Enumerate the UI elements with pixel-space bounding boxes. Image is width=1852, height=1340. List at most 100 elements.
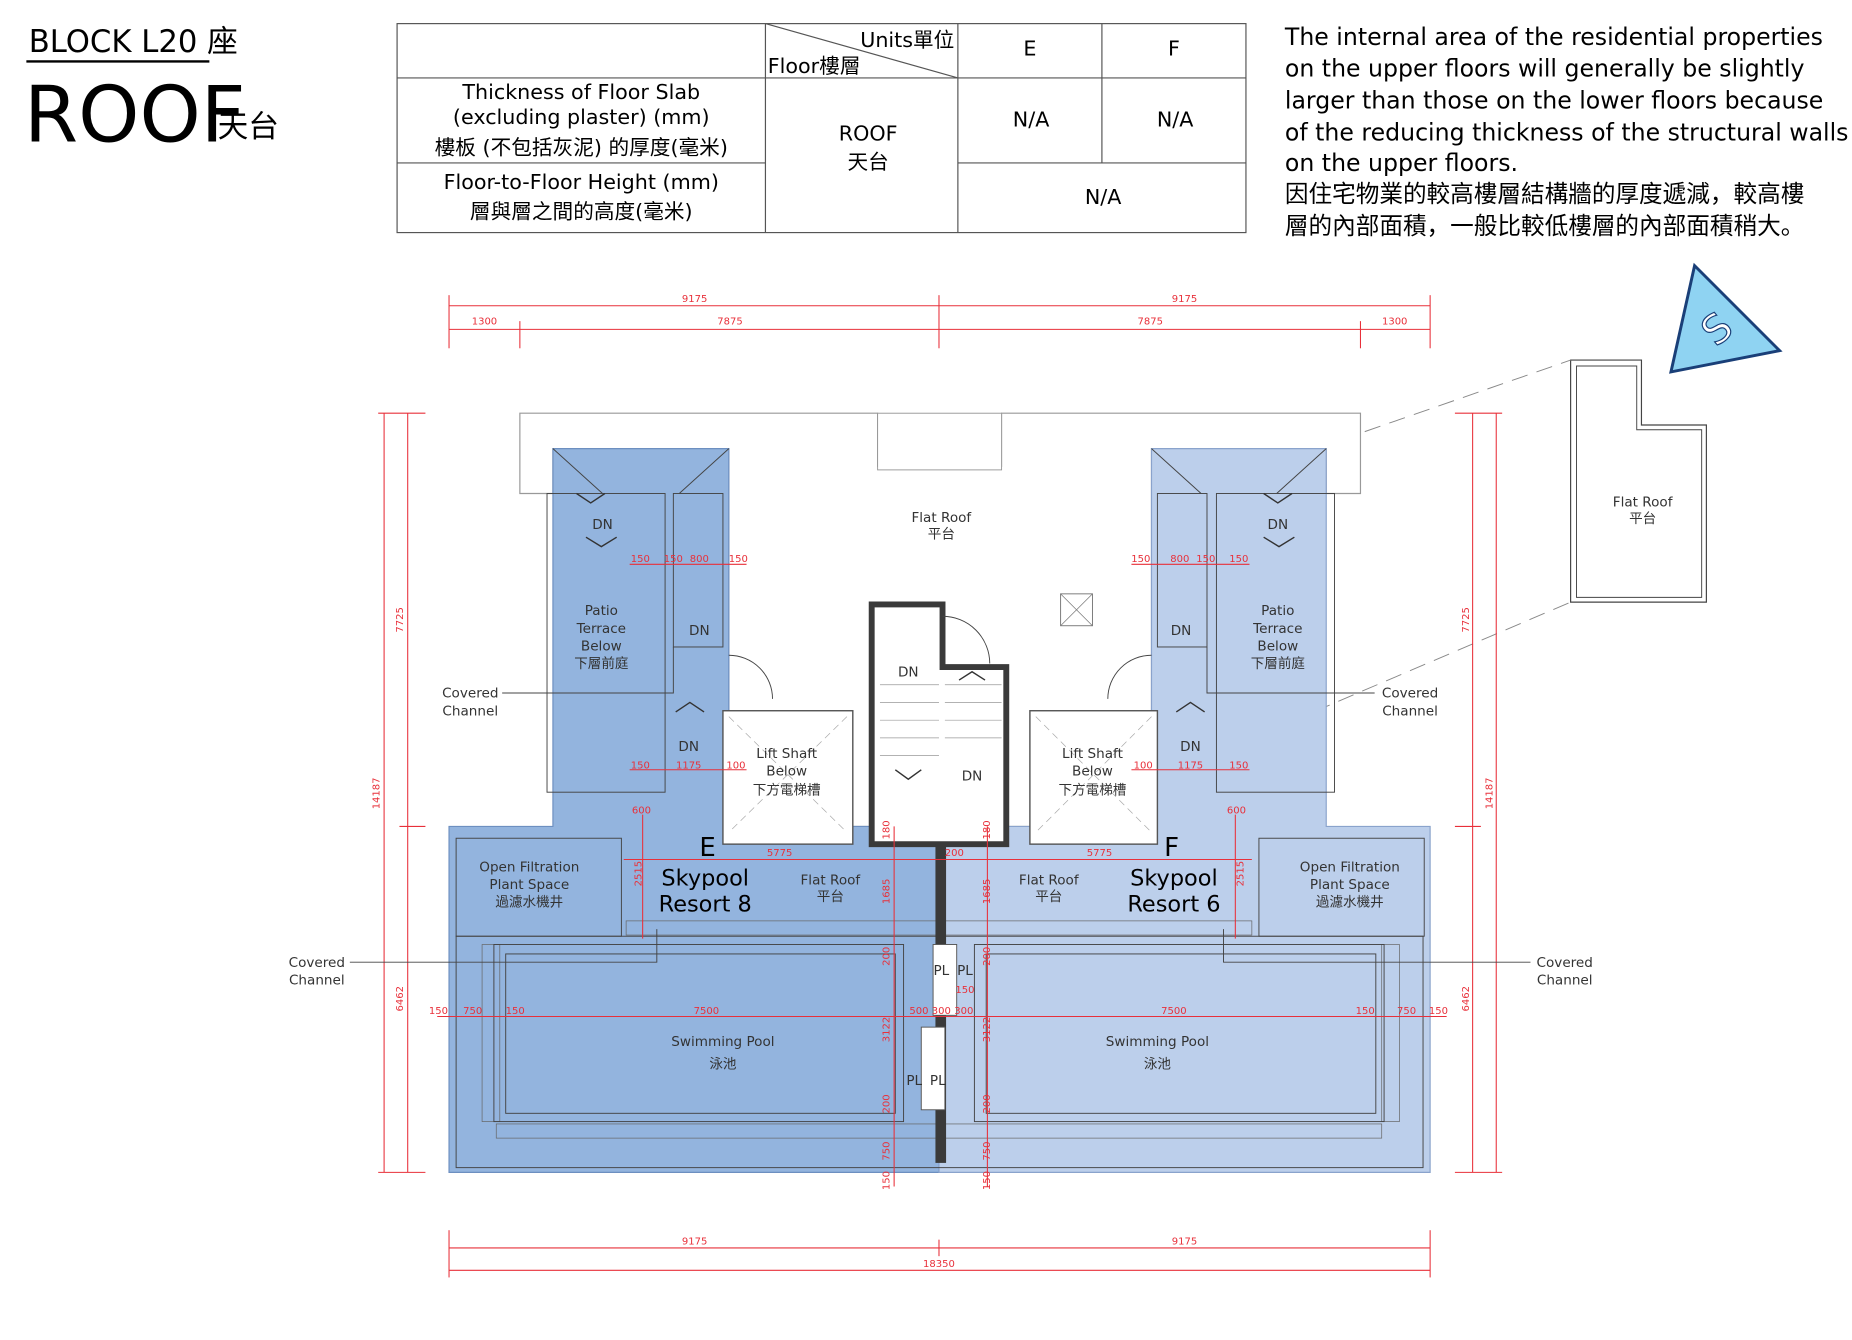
covered-channel-label: Covered — [289, 955, 345, 971]
slab-label-line2: (excluding plaster) (mm) — [453, 105, 710, 129]
dim-label: 300 — [954, 1006, 973, 1017]
height-value: N/A — [1085, 185, 1122, 209]
slab-value-e: N/A — [1013, 107, 1050, 131]
roof-plan — [349, 412, 1531, 1173]
dim-left: 6462 — [395, 986, 406, 1012]
note-line: of the reducing thickness of the structu… — [1285, 118, 1849, 146]
unit-header-e: E — [1023, 36, 1036, 60]
dim-label: 200 — [945, 848, 964, 859]
unit-f-name: Skypool — [1130, 865, 1218, 891]
floor-label: Floor樓層 — [768, 54, 861, 78]
dn-label: DN — [1171, 623, 1192, 639]
dim-label: 800 — [1170, 554, 1189, 565]
dim-label: 3122 — [881, 1017, 892, 1043]
dim-label: 1175 — [676, 761, 702, 772]
note-line: 層的內部面積，一般比較低樓層的內部面積稍大。 — [1285, 212, 1804, 240]
units-label: Units單位 — [860, 28, 954, 52]
filtration-label: Plant Space — [489, 877, 569, 893]
dim-label: 600 — [1227, 805, 1246, 816]
dim-label: 7500 — [1161, 1006, 1187, 1017]
dim-label: 750 — [982, 1142, 993, 1161]
covered-channel-label: Covered — [1537, 955, 1593, 971]
dim-label: 1685 — [881, 879, 892, 905]
dim-label: 750 — [1397, 1006, 1416, 1017]
lift-shaft-label: 下方電梯槽 — [1059, 783, 1127, 799]
patio-label: Below — [1257, 639, 1298, 655]
area-note: The internal area of the residential pro… — [1284, 23, 1849, 240]
flat-roof-label-zh: 平台 — [817, 889, 844, 905]
filtration-label: 過濾水機井 — [495, 895, 563, 911]
flat-roof-label: Flat Roof — [1019, 872, 1080, 888]
covered-channel-label: Covered — [1382, 686, 1438, 702]
slab-label-line1: Thickness of Floor Slab — [461, 80, 700, 104]
dim-label: 150 — [506, 1006, 525, 1017]
dn-label: DN — [1268, 517, 1289, 533]
dim-right: 6462 — [1461, 986, 1472, 1012]
dim-label: 200 — [982, 947, 993, 966]
covered-channel-label: Covered — [442, 686, 498, 702]
dim-total: 18350 — [923, 1259, 955, 1270]
stair-core — [868, 601, 1010, 848]
dim-label: 500 — [909, 1006, 928, 1017]
dim-label: 7500 — [694, 1006, 720, 1017]
overall-dimensions: 9175 9175 1300 7875 7875 1300 9175 9175 … — [371, 294, 1503, 1278]
filtration-label: Open Filtration — [479, 859, 579, 875]
dim-label: 150 — [1229, 761, 1248, 772]
inset-flat-roof: Flat Roof — [1613, 494, 1674, 510]
dim-label: 300 — [932, 1006, 951, 1017]
floor-title: ROOF — [24, 71, 246, 161]
patio-label: Terrace — [576, 621, 626, 637]
dim-bottom: 9175 — [682, 1236, 708, 1247]
unit-e-letter: E — [699, 833, 715, 863]
covered-channel-label: Channel — [442, 703, 498, 719]
pl-label: PL — [933, 963, 949, 979]
pool-label: Swimming Pool — [1106, 1034, 1209, 1050]
plan-labels: Flat Roof 平台 Patio Terrace Below 下層前庭 Pa… — [289, 510, 1593, 1089]
unit-f-letter: F — [1164, 833, 1179, 863]
dim-label: 180 — [982, 820, 993, 839]
dn-label: DN — [1180, 739, 1201, 755]
pool-e — [493, 944, 905, 1123]
patio-label: Patio — [585, 603, 618, 619]
dim-label: 100 — [1134, 761, 1153, 772]
dim-top: 9175 — [1172, 294, 1197, 305]
slab-value-f: N/A — [1157, 107, 1194, 131]
lift-shaft-label: Below — [766, 764, 807, 780]
flat-roof-label-zh: 平台 — [1035, 889, 1062, 905]
note-line: on the upper floors. — [1285, 149, 1518, 177]
dim-label: 150 — [982, 1171, 993, 1190]
dim-label: 150 — [1229, 554, 1248, 565]
dim-left: 7725 — [395, 607, 406, 633]
dim-label: 1175 — [1178, 761, 1204, 772]
pl-label: PL — [906, 1073, 922, 1089]
dim-label: 750 — [881, 1142, 892, 1161]
dim-top2: 7875 — [1138, 317, 1164, 328]
dn-label: DN — [898, 664, 919, 680]
title-block: BLOCK L20 座 ROOF 天台 — [24, 25, 279, 161]
dn-label: DN — [678, 739, 699, 755]
dim-label: 1685 — [982, 879, 993, 905]
dn-label: DN — [592, 517, 613, 533]
inset-flat-roof-zh: 平台 — [1629, 511, 1656, 527]
unit-f-name: Resort 6 — [1127, 891, 1220, 917]
dim-top: 9175 — [682, 294, 708, 305]
lift-shaft-f — [1029, 710, 1159, 845]
flat-roof-label: Flat Roof — [801, 872, 862, 888]
pool-label: Swimming Pool — [671, 1034, 774, 1050]
lift-shaft-label: 下方電梯槽 — [753, 783, 821, 799]
inner-dimensions: 150 150 800 150 150 800 150 150 150 1175… — [429, 554, 1448, 1190]
dim-label: 180 — [881, 820, 892, 839]
spec-table: Units單位 Floor樓層 E F Thickness of Floor S… — [396, 23, 1247, 234]
pool-label-zh: 泳池 — [709, 1056, 737, 1072]
dim-label: 200 — [982, 1094, 993, 1113]
compass-icon: S — [1669, 262, 1783, 374]
dim-right: 7725 — [1461, 607, 1472, 633]
flat-roof-label-zh: 平台 — [928, 526, 955, 542]
dim-label: 150 — [881, 1171, 892, 1190]
note-line: on the upper floors will generally be sl… — [1285, 55, 1805, 83]
flat-roof-label: Flat Roof — [911, 510, 972, 526]
filtration-label: Open Filtration — [1300, 859, 1400, 875]
lift-shaft-label: Lift Shaft — [756, 746, 817, 762]
dim-label: 600 — [632, 805, 651, 816]
dim-label: 800 — [690, 554, 709, 565]
